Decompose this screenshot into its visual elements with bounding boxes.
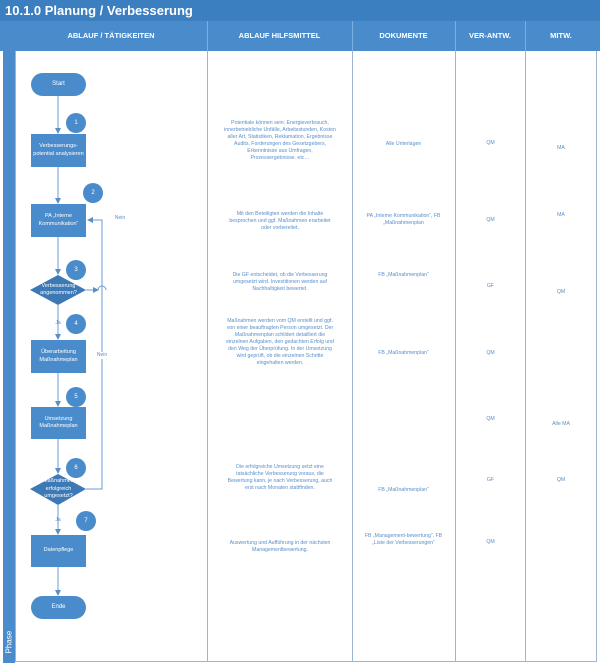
step-2-box: [31, 204, 86, 237]
decision-6: [30, 474, 86, 505]
start-terminal: [31, 73, 86, 96]
step-number-3: [66, 260, 86, 280]
hilfsmittel-text: Mit den Beteiligten werden die Inhalte b…: [229, 211, 331, 232]
page-title: 10.1.0 Planung / Verbesserung: [0, 0, 600, 21]
step-7-box: [31, 535, 86, 567]
header-mitw: MITW.: [550, 31, 572, 40]
verantw-text: GF: [486, 283, 495, 289]
step-number-4: [66, 314, 86, 334]
step-number-5: [66, 387, 86, 407]
divider: [525, 21, 526, 51]
step-4-box: [31, 340, 86, 373]
step-number: 7: [84, 517, 88, 524]
verantw-text: QM: [486, 539, 495, 545]
dokument-text: Alle Unterlagen: [385, 141, 422, 147]
start-label: Start: [52, 81, 65, 88]
step-number-2: [83, 183, 103, 203]
divider: [207, 21, 208, 51]
header-row: [0, 21, 600, 51]
mitw-text: QM: [556, 477, 566, 483]
dokument-text: FB „Maßnahmenplan“: [378, 272, 429, 278]
verantw-text: QM: [486, 350, 495, 356]
verantw-text: QM: [486, 416, 495, 422]
step-number-7: [76, 511, 96, 531]
hilfsmittel-text: Maßnahmen werden vom QM erstellt und ggf…: [226, 318, 334, 367]
step-number-1: [66, 113, 86, 133]
header-hilfsmittel: ABLAUF HILFSMITTEL: [238, 31, 321, 40]
divider: [455, 21, 456, 51]
step-label: Umsetzung Maßnahmeplan: [39, 415, 78, 429]
header-verantw: VER-ANTW.: [468, 31, 512, 40]
header-dokumente: DOKUMENTE: [379, 31, 428, 40]
verantw-text: QM: [486, 140, 495, 146]
step-number: 2: [91, 189, 95, 196]
step-1-box: [31, 134, 86, 167]
dokument-text: FB „Management-bewertung“, FB „Liste der…: [364, 533, 443, 547]
column-mitw: [525, 51, 597, 662]
mitw-text: QM: [556, 289, 566, 295]
step-label: PA „Interne Kommunikation“: [38, 213, 79, 227]
header-ablauf: ABLAUF / TÄTIGKEITEN: [67, 31, 155, 40]
yes-label: Ja: [55, 320, 61, 326]
step-label: Verbesserung angenommen?: [40, 282, 77, 296]
verantw-text: QM: [486, 217, 495, 223]
dokument-text: FB „Maßnahmenplan“: [378, 350, 429, 356]
hilfsmittel-text: Die erfolgreiche Umsetzung setzt eine ta…: [227, 464, 333, 492]
step-number: 4: [74, 320, 78, 327]
hilfsmittel-text: Auswertung und Aufführung in der nächste…: [229, 540, 331, 554]
step-5-box: [31, 407, 86, 439]
end-terminal: [31, 596, 86, 619]
step-number: 1: [74, 119, 78, 126]
step-number: 3: [74, 266, 78, 273]
dokument-text: PA „Interne Kommunikation“, FB „Maßnahme…: [366, 213, 441, 227]
step-number-6: [66, 458, 86, 478]
no-label: Nein: [110, 215, 130, 222]
no-label: Nein: [92, 352, 112, 359]
step-label: Überarbeitung Maßnahmeplan: [39, 349, 78, 363]
step-label: Datenpflege: [43, 547, 74, 554]
end-label: Ende: [51, 604, 66, 611]
step-label: Maßnahmen erfolgreich umgesetzt?: [43, 478, 74, 500]
phase-strip: Phase: [3, 51, 15, 663]
verantw-text: GF: [486, 477, 495, 483]
hilfsmittel-text: Die GF entscheidet, ob die Verbesserung …: [232, 272, 328, 293]
divider: [352, 21, 353, 51]
decision-3: [30, 275, 86, 305]
dokument-text: FB „Maßnahmenplan“: [378, 487, 429, 493]
yes-label: Ja: [55, 517, 61, 523]
step-label: Verbesserungs-potential analysieren: [33, 143, 84, 157]
mitw-text: Alle MA: [552, 421, 570, 427]
mitw-text: MA: [557, 145, 565, 151]
step-number: 5: [74, 393, 78, 400]
step-number: 6: [74, 464, 78, 471]
mitw-text: MA: [557, 212, 565, 218]
hilfsmittel-text: Potentiale können sein: Energieverbrauch…: [224, 120, 336, 162]
